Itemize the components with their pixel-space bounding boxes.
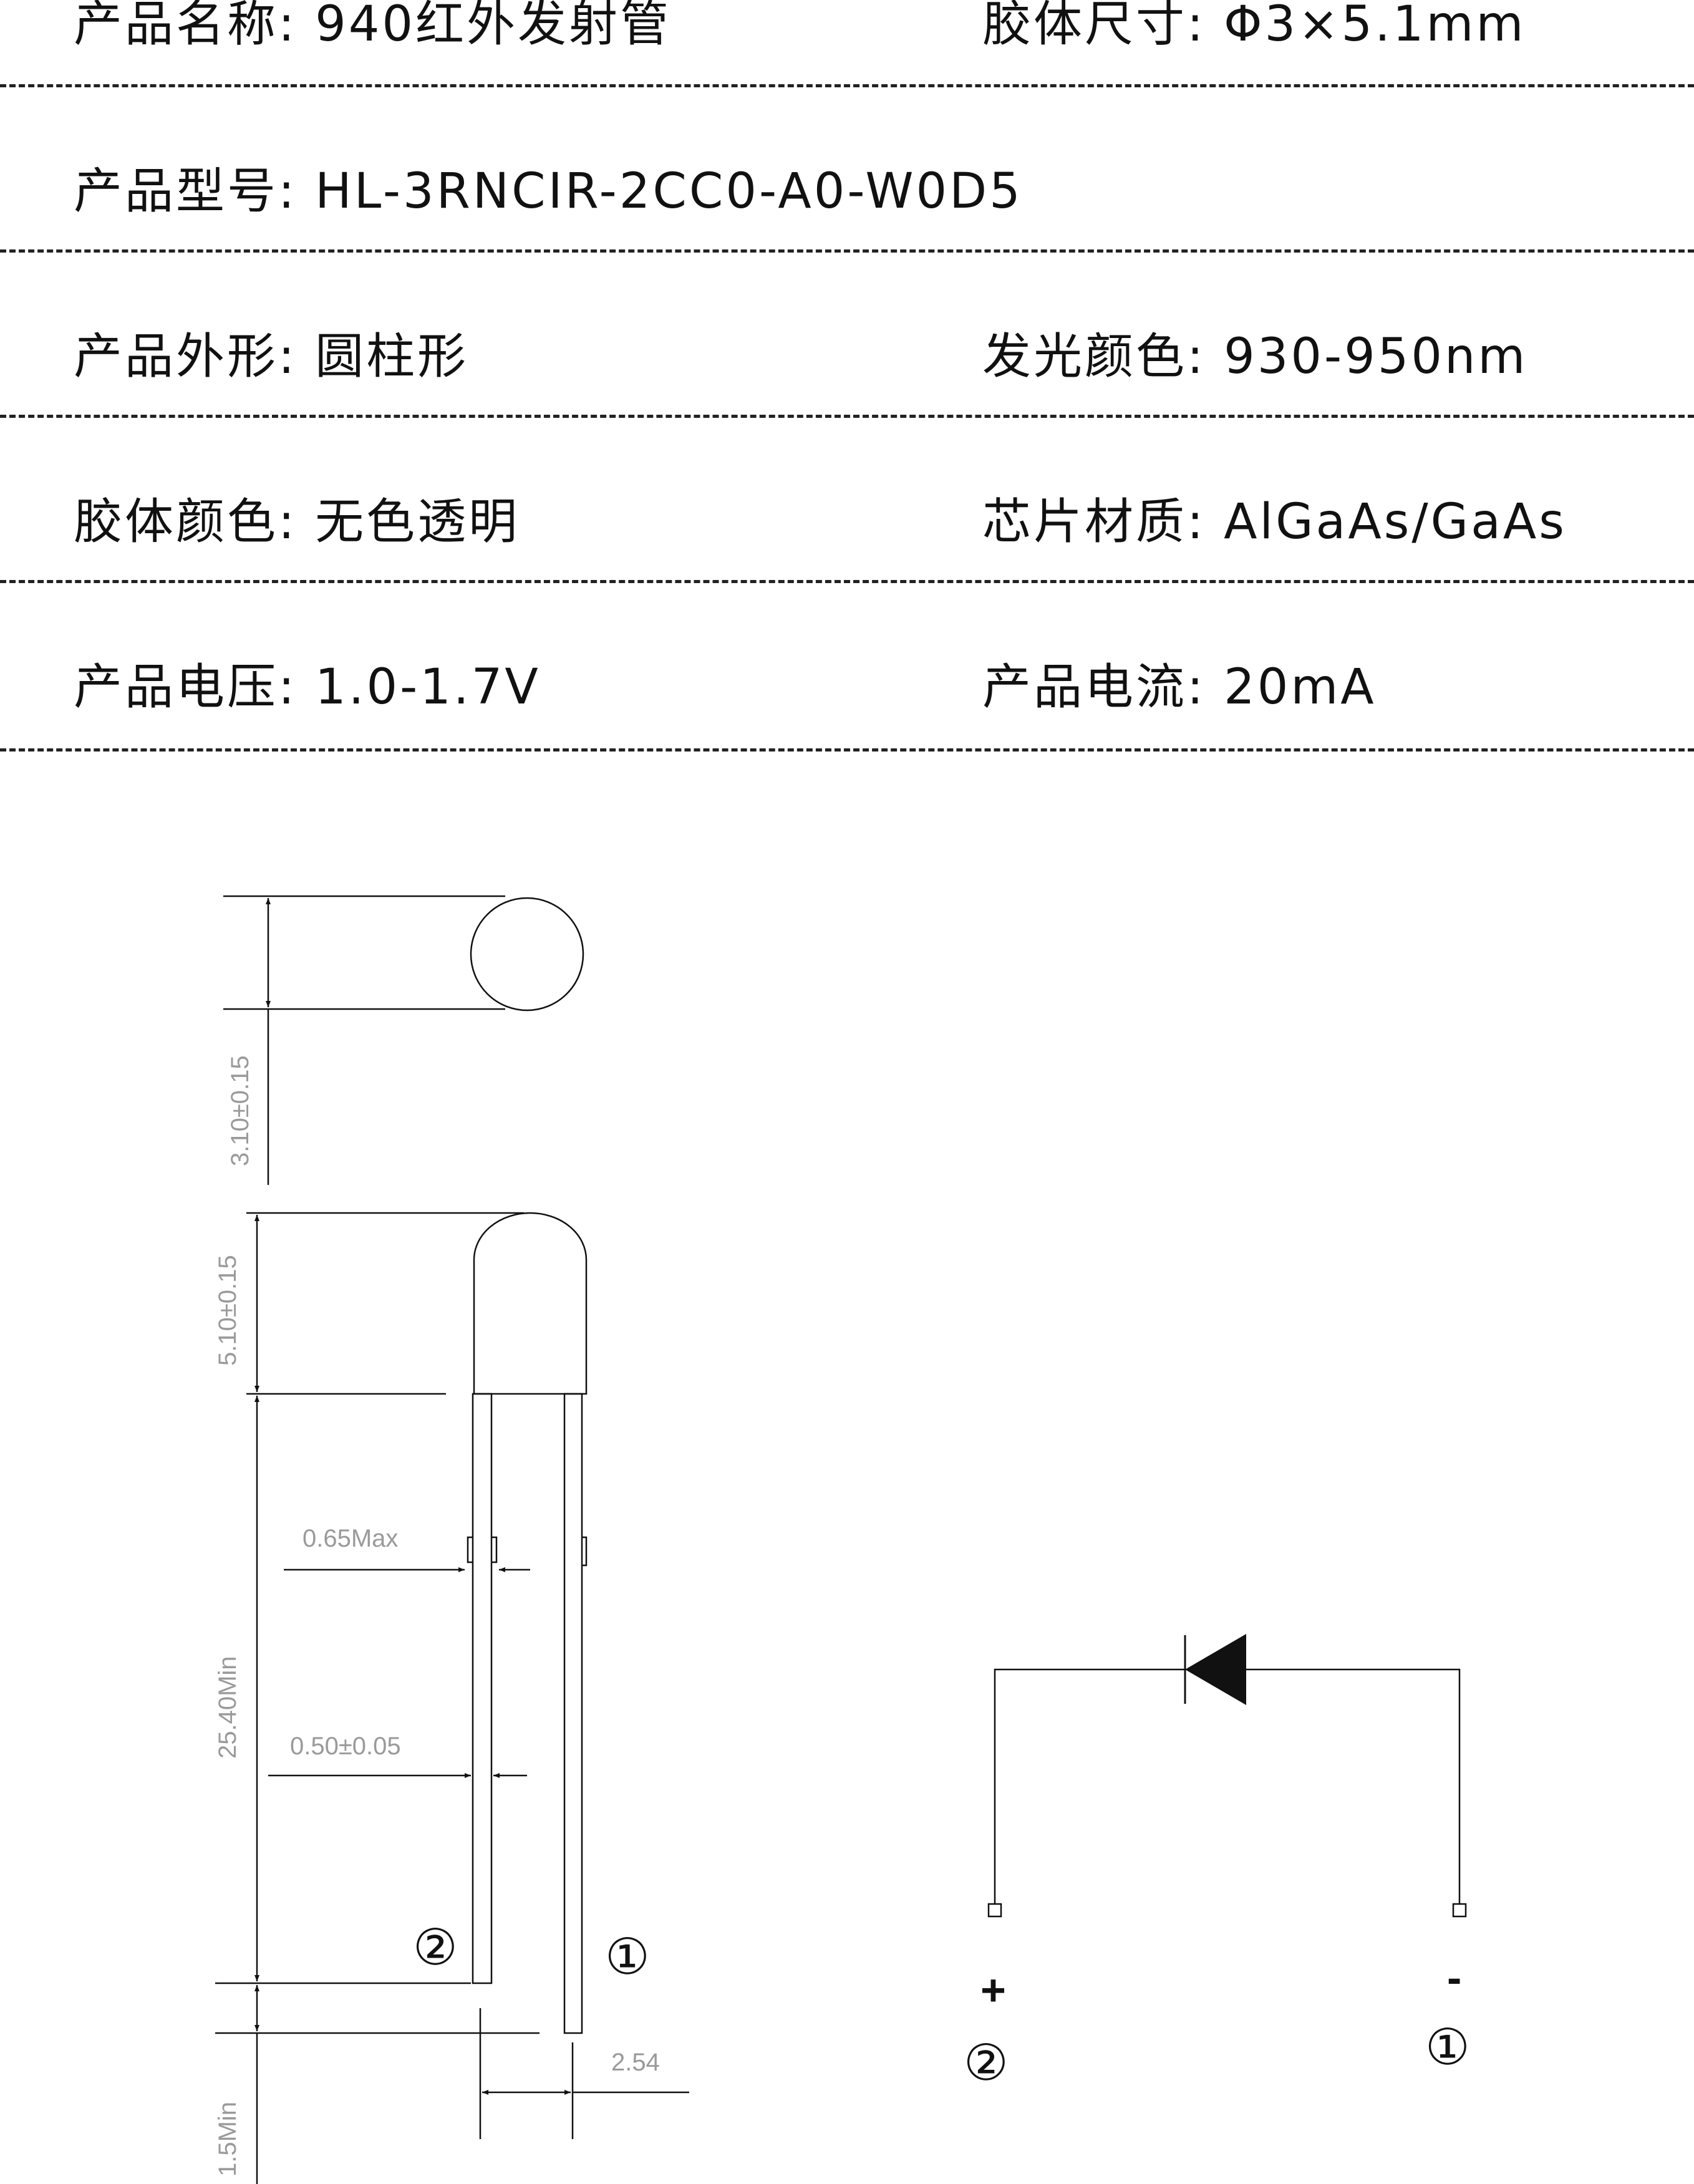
lead-cathode <box>563 1393 583 2034</box>
led-top-circle <box>470 897 584 1012</box>
product-name-label: 产品名称: <box>74 0 298 52</box>
led-side-view <box>215 1212 689 2184</box>
pin-1-label: ① <box>605 1928 650 1986</box>
product-model-label: 产品型号: <box>74 163 298 220</box>
product-shape: 产品外形: 圆柱形 <box>74 332 468 381</box>
product-shape-label: 产品外形: <box>74 329 298 385</box>
lead-anode <box>472 1393 493 1984</box>
chip-material: 芯片材质: AlGaAs/GaAs <box>982 498 1567 546</box>
divider-4 <box>0 580 1694 583</box>
flange-right <box>491 1536 498 1563</box>
product-name-value: 940红外发射管 <box>315 0 671 52</box>
dim-bottom-text: 1.5Min <box>214 2102 241 2177</box>
product-model-value: HL-3RNCIR-2CC0-A0-W0D5 <box>315 163 1023 220</box>
body-color-label: 胶体颜色: <box>74 494 298 550</box>
spec-row-shape-color: 产品外形: 圆柱形 发光颜色: 930-950nm <box>0 332 1694 457</box>
divider-2 <box>0 249 1694 253</box>
emission-color: 发光颜色: 930-950nm <box>982 332 1527 381</box>
product-current-value: 20mA <box>1224 659 1377 715</box>
body-size: 胶体尺寸: Φ3×5.1mm <box>982 0 1526 49</box>
dim-lead-width-text: 0.50±0.05 <box>290 1732 401 1760</box>
schematic-wire-left <box>994 1668 1185 1904</box>
schematic-pin-2-label: ② <box>964 2034 1009 2092</box>
flange-cathode <box>582 1536 588 1567</box>
emission-color-value: 930-950nm <box>1224 329 1528 385</box>
led-top-view <box>223 895 584 1185</box>
body-size-value: Φ3×5.1mm <box>1224 0 1526 52</box>
led-body <box>473 1212 588 1395</box>
emission-color-label: 发光颜色: <box>982 329 1206 385</box>
diode-triangle <box>1185 1634 1246 1705</box>
plus-sign: + <box>980 1966 1006 2014</box>
divider-3 <box>0 415 1694 418</box>
dim-lead-length-text: 25.40Min <box>214 1656 241 1759</box>
product-name: 产品名称: 940红外发射管 <box>74 0 671 49</box>
divider-1 <box>0 84 1694 87</box>
dim-flange-text: 0.65Max <box>302 1525 398 1552</box>
product-current: 产品电流: 20mA <box>982 663 1377 712</box>
dim-diameter-text: 3.10±0.15 <box>226 1055 254 1166</box>
spec-row-model: 产品型号: HL-3RNCIR-2CC0-A0-W0D5 <box>0 167 1694 292</box>
body-size-label: 胶体尺寸: <box>982 0 1206 52</box>
dim-pitch-text: 2.54 <box>611 2049 660 2076</box>
spec-row-voltage-current: 产品电压: 1.0-1.7V 产品电流: 20mA <box>0 663 1694 788</box>
minus-sign: - <box>1447 1953 1461 2002</box>
chip-material-value: AlGaAs/GaAs <box>1224 494 1567 550</box>
flange-left <box>467 1536 473 1563</box>
pin-2-label: ② <box>413 1918 458 1976</box>
product-shape-value: 圆柱形 <box>315 329 469 385</box>
spec-row-bodycolor-chip: 胶体颜色: 无色透明 芯片材质: AlGaAs/GaAs <box>0 498 1694 622</box>
product-voltage-label: 产品电压: <box>74 659 298 715</box>
schematic-pin-1-label: ① <box>1425 2018 1470 2076</box>
dim-body-height-text: 5.10±0.15 <box>214 1255 241 1366</box>
product-current-label: 产品电流: <box>982 659 1206 715</box>
terminal-cathode <box>1452 1903 1467 1918</box>
terminal-anode <box>987 1903 1002 1918</box>
product-voltage-value: 1.0-1.7V <box>315 659 541 715</box>
schematic-wire-right <box>1246 1668 1461 1904</box>
divider-5 <box>0 748 1694 751</box>
product-model: 产品型号: HL-3RNCIR-2CC0-A0-W0D5 <box>74 167 1023 216</box>
body-color: 胶体颜色: 无色透明 <box>74 498 520 546</box>
body-color-value: 无色透明 <box>315 494 520 550</box>
product-voltage: 产品电压: 1.0-1.7V <box>74 663 541 712</box>
spec-row-name-size: 产品名称: 940红外发射管 胶体尺寸: Φ3×5.1mm <box>0 0 1694 125</box>
chip-material-label: 芯片材质: <box>982 494 1206 550</box>
